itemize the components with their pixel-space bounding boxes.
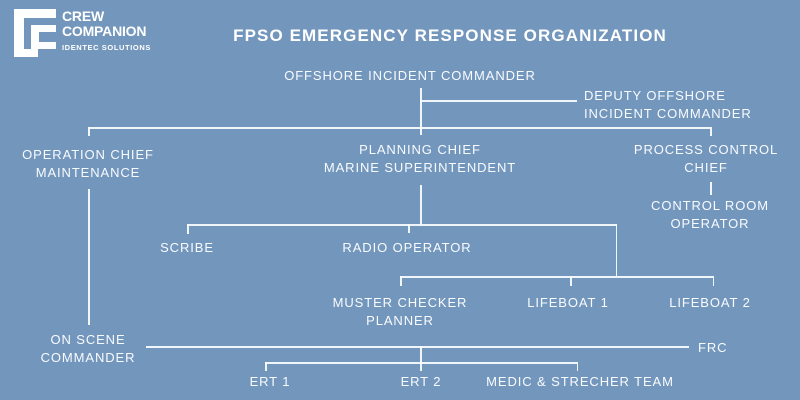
node-radio-operator: RADIO OPERATOR — [342, 240, 472, 255]
connector-tick-muster-checker — [400, 276, 402, 286]
node-on-scene-commander: ON SCENE COMMANDER — [40, 332, 136, 365]
connector-tick-scribe — [187, 224, 189, 234]
connector-tick-lifeboat-2 — [712, 276, 714, 286]
connector-planning-down — [420, 185, 422, 225]
connector-oic-down — [420, 88, 422, 135]
node-offshore-incident-commander: OFFSHORE INCIDENT COMMANDER — [284, 68, 536, 83]
connector-process-to-controlroom — [710, 182, 712, 195]
node-process-control-chief: PROCESS CONTROL CHIEF — [633, 142, 779, 175]
crew-companion-logo-icon — [14, 9, 56, 57]
connector-tick-ert-2 — [420, 362, 422, 371]
connector-level3-bus — [187, 224, 617, 226]
brand-logo: CREW COMPANION IDENTEC SOLUTIONS — [14, 9, 151, 57]
node-operation-chief-maintenance: OPERATION CHIEF MAINTENANCE — [22, 147, 154, 180]
connector-tick-radio-operator — [408, 224, 410, 233]
node-ert-2: ERT 2 — [400, 374, 442, 389]
brand-subtitle: IDENTEC SOLUTIONS — [62, 43, 151, 52]
connector-level4-bus — [400, 276, 714, 278]
node-medic-strecher-team: MEDIC & STRECHER TEAM — [486, 374, 674, 389]
brand-name-line2: COMPANION — [62, 23, 147, 39]
node-lifeboat-1: LIFEBOAT 1 — [527, 295, 609, 310]
node-deputy-offshore-incident-commander: DEPUTY OFFSHORE INCIDENT COMMANDER — [584, 88, 752, 121]
connector-frcline-to-ertbus — [420, 346, 422, 363]
connector-tick-lifeboat-1 — [570, 276, 572, 286]
connector-tick-process-chief — [710, 127, 712, 136]
brand-text: CREW COMPANION IDENTEC SOLUTIONS — [62, 9, 151, 57]
connector-tick-operation-chief — [88, 127, 90, 136]
connector-level2-bus — [88, 127, 711, 129]
node-muster-checker-planner: MUSTER CHECKER PLANNER — [332, 295, 468, 328]
node-scribe: SCRIBE — [160, 240, 214, 255]
node-frc: FRC — [698, 340, 728, 355]
connector-deputy-branch — [420, 100, 577, 102]
connector-tick-ert-1 — [265, 362, 267, 371]
connector-level3-to-level4 — [615, 224, 617, 277]
connector-ert-bus — [265, 362, 578, 364]
connector-operation-to-onscene — [88, 189, 90, 325]
node-control-room-operator: CONTROL ROOM OPERATOR — [651, 198, 769, 231]
node-planning-chief-marine-superintendent: PLANNING CHIEF MARINE SUPERINTENDENT — [323, 142, 517, 175]
connector-onscene-to-frc — [146, 346, 689, 348]
node-lifeboat-2: LIFEBOAT 2 — [669, 295, 751, 310]
brand-name-line1: CREW — [62, 8, 104, 24]
page-title: FPSO EMERGENCY RESPONSE ORGANIZATION — [233, 26, 667, 45]
node-ert-1: ERT 1 — [249, 374, 291, 389]
connector-tick-medic-team — [576, 362, 578, 371]
